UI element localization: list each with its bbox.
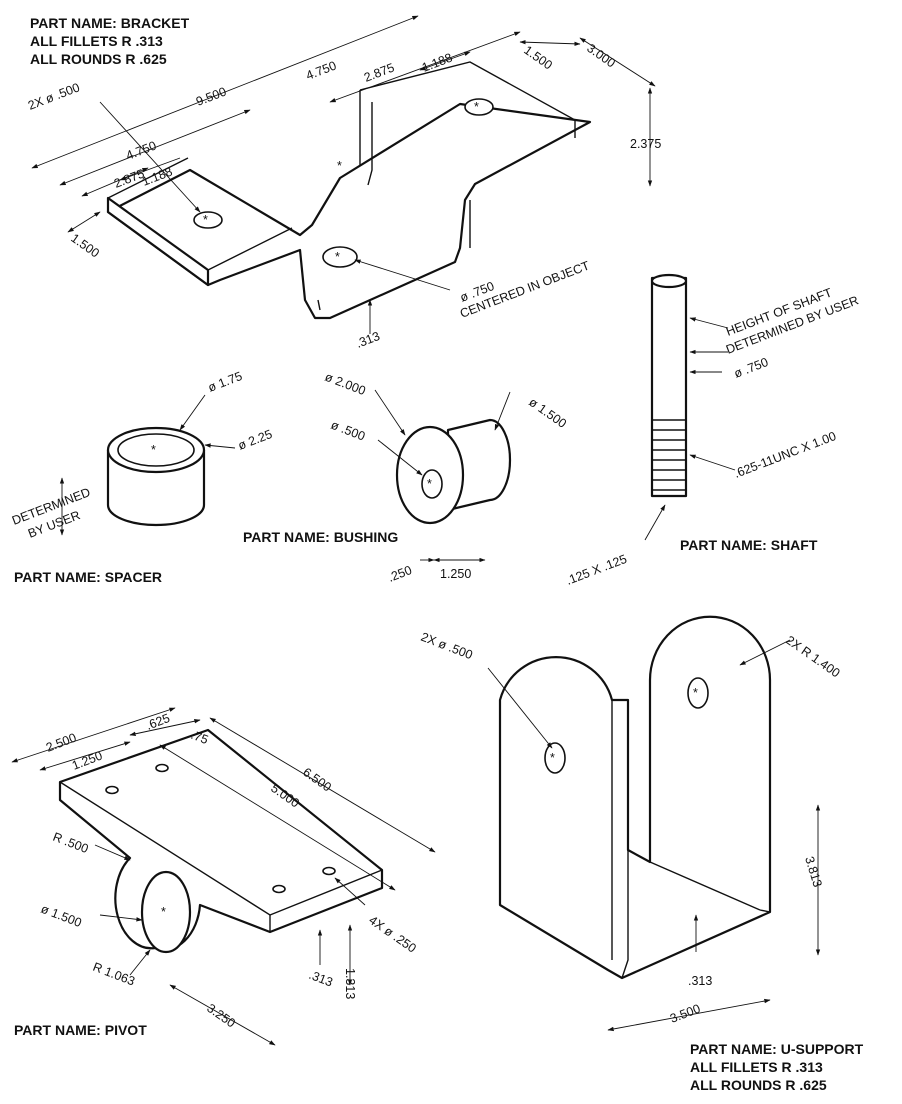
pivot-dim-holes: 4X ø .250 [366, 913, 418, 956]
spacer-part: * ø 1.75 ø 2.25 DETERMINED BY USER PART … [10, 369, 274, 585]
bushing-outline: * [395, 418, 512, 525]
bushing-dim-1250: 1.250 [440, 567, 471, 581]
bushing-part: * ø 2.000 ø .500 ø 1.500 .250 1.250 PART… [243, 370, 569, 585]
u-support-dim-radius: 2X R 1.400 [783, 633, 842, 680]
u-support-dim-313: .313 [688, 974, 712, 988]
spacer-dim-inner: ø 1.75 [206, 369, 244, 395]
bracket-dim-1188-right: 1.188 [420, 51, 454, 75]
bushing-dim-500: ø .500 [329, 418, 367, 444]
bracket-dim-313: .313 [354, 329, 382, 351]
svg-text:*: * [693, 686, 698, 700]
bushing-title: PART NAME: BUSHING [243, 529, 398, 545]
u-support-title-line2: ALL FILLETS R .313 [690, 1059, 823, 1075]
pivot-dim-625: .625 [144, 711, 172, 733]
pivot-dim-1313: 1.313 [343, 968, 357, 999]
svg-text:*: * [203, 213, 208, 227]
u-support-title-line3: ALL ROUNDS R .625 [690, 1077, 827, 1093]
pivot-dim-2500: 2.500 [44, 731, 78, 755]
svg-text:*: * [474, 100, 479, 114]
bushing-dim-250: .250 [386, 563, 414, 585]
bracket-note-holes: 2X ø .500 [26, 80, 82, 113]
bracket-dim-4750-left: 4.750 [124, 139, 158, 163]
pivot-dim-313: .313 [307, 968, 335, 990]
bracket-hole-right: * [464, 98, 494, 116]
u-support-title-line1: PART NAME: U-SUPPORT [690, 1041, 864, 1057]
bracket-dim-4750-right: 4.750 [304, 59, 338, 83]
shaft-part: HEIGHT OF SHAFT DETERMINED BY USER ø .75… [564, 273, 860, 588]
bracket-dim-2375: 2.375 [630, 137, 661, 151]
pivot-dim-1500: ø 1.500 [39, 902, 84, 930]
shaft-note-thread: .625-11UNC X 1.00 [732, 429, 838, 481]
pivot-part: * 2.500 .625 1.250 .75 6.500 5.000 R .50… [11, 707, 436, 1046]
u-support-dim-3813: 3.813 [802, 855, 825, 889]
svg-text:*: * [337, 159, 342, 173]
svg-text:*: * [161, 905, 166, 919]
svg-text:*: * [335, 250, 340, 264]
u-support-part: * * 2X ø .500 2X R 1.400 3.813 .313 3.50… [419, 615, 864, 1093]
bracket-title-line2: ALL FILLETS R .313 [30, 33, 163, 49]
u-support-outline: * * [498, 615, 772, 980]
svg-text:*: * [427, 477, 432, 491]
u-support-dim-3500: 3.500 [668, 1002, 702, 1026]
pivot-dim-3250: 3.250 [204, 1001, 238, 1030]
shaft-title: PART NAME: SHAFT [680, 537, 818, 553]
bracket-dim-2875-right: 2.875 [362, 61, 396, 85]
bushing-dim-1500: ø 1.500 [526, 395, 569, 431]
pivot-dim-75: .75 [189, 728, 210, 747]
bracket-dim-3000: 3.000 [584, 41, 618, 70]
svg-text:*: * [151, 443, 156, 457]
u-support-dim-holes: 2X ø .500 [419, 630, 475, 663]
pivot-outline: * [58, 728, 384, 954]
spacer-outline: * [106, 426, 206, 527]
bracket-title-line1: PART NAME: BRACKET [30, 15, 190, 31]
bracket-dim-1500-left: 1.500 [68, 231, 102, 260]
pivot-dim-r500: R .500 [51, 830, 90, 856]
spacer-dim-outer: ø 2.25 [236, 427, 274, 453]
svg-text:*: * [550, 751, 555, 765]
bracket-dim-9500: 9.500 [194, 85, 228, 109]
bracket-dimension-lines [31, 15, 656, 334]
spacer-title: PART NAME: SPACER [14, 569, 162, 585]
pivot-dim-r1063: R 1.063 [91, 960, 137, 989]
bracket-part: PART NAME: BRACKET ALL FILLETS R .313 AL… [26, 15, 661, 351]
bushing-dim-2000: ø 2.000 [323, 370, 368, 398]
shaft-note-chamfer: .125 X .125 [564, 552, 629, 588]
shaft-outline [650, 273, 688, 498]
shaft-note-dia: ø .750 [732, 355, 770, 381]
bracket-dim-1500-right: 1.500 [521, 43, 555, 72]
pivot-dim-6500: 6.500 [300, 765, 334, 794]
bracket-title-line3: ALL ROUNDS R .625 [30, 51, 167, 67]
pivot-title: PART NAME: PIVOT [14, 1022, 147, 1038]
bracket-hole-left: * [193, 211, 223, 229]
